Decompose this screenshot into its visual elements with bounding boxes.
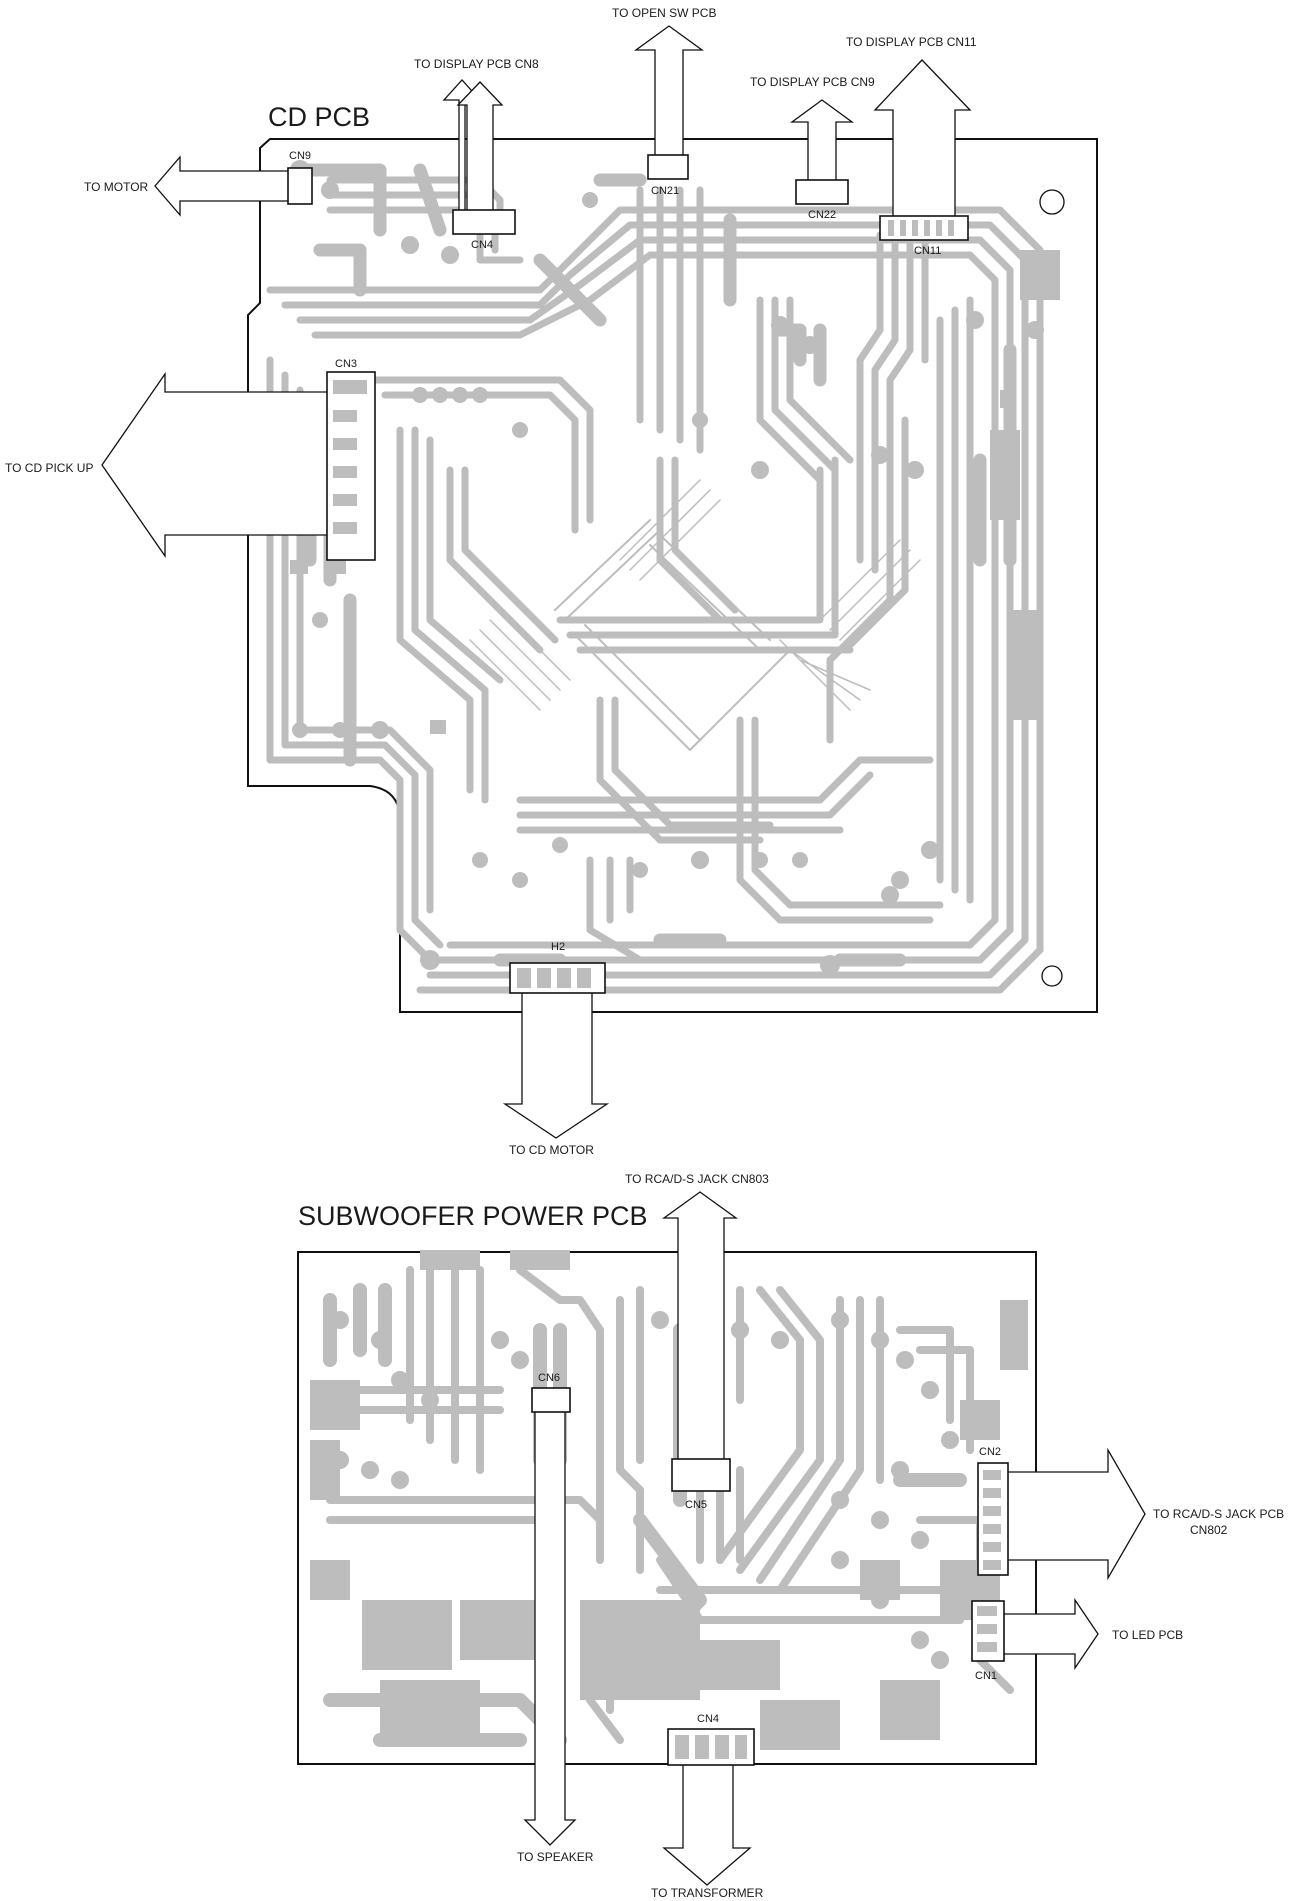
h2-label: H2 — [551, 941, 565, 953]
cn4-sub-connector: CN4 TO TRANSFORMER — [651, 1713, 764, 1900]
to-rca-pcb-label: TO RCA/D-S JACK PCB — [1153, 1507, 1284, 1521]
arrow-to-cd-motor — [502, 989, 610, 1139]
arrow-to-display-cn11 — [873, 59, 972, 219]
mounting-hole — [1039, 189, 1065, 215]
cn9-label: CN9 — [289, 150, 311, 162]
cn2-connector: CN2 TO RCA/D-S JACK PCB CN802 — [977, 1446, 1284, 1581]
to-cd-motor-label: TO CD MOTOR — [509, 1143, 594, 1157]
to-display-cn8-label: TO DISPLAY PCB CN8 — [414, 57, 539, 71]
cn2-label: CN2 — [979, 1446, 1001, 1458]
subwoofer-pcb-title: SUBWOOFER POWER PCB — [298, 1201, 648, 1231]
cn22-label: CN22 — [808, 209, 836, 221]
cn3-label: CN3 — [335, 358, 357, 370]
cn6-label: CN6 — [538, 1372, 560, 1384]
to-speaker-label: TO SPEAKER — [517, 1850, 594, 1864]
cn11-connector: CN11 TO DISPLAY PCB CN11 — [846, 35, 977, 257]
cn3-connector: CN3 TO CD PICK UP — [5, 358, 376, 561]
rca-pcb-cn802-label: CN802 — [1190, 1523, 1228, 1537]
to-display-cn9-label: TO DISPLAY PCB CN9 — [750, 75, 875, 89]
cn11-label: CN11 — [914, 245, 941, 257]
subwoofer-power-pcb: SUBWOOFER POWER PCB — [297, 1172, 1284, 1900]
to-display-cn11-label: TO DISPLAY PCB CN11 — [846, 35, 977, 49]
cd-pcb: CD PCB — [5, 6, 1098, 1157]
arrow-to-cd-pickup — [101, 371, 331, 559]
cn9-connector: CN9 TO MOTOR — [84, 150, 313, 217]
cn4-connector: CN4 TO DISPLAY PCB CN8 — [414, 57, 539, 251]
cn5-connector: CN5 TO RCA/D-S JACK CN803 — [625, 1172, 769, 1511]
to-cd-pickup-label: TO CD PICK UP — [5, 461, 93, 475]
to-rca-cn803-label: TO RCA/D-S JACK CN803 — [625, 1172, 769, 1186]
cn1-connector: CN1 TO LED PCB — [971, 1597, 1183, 1682]
to-motor-label: TO MOTOR — [84, 180, 149, 194]
subwoofer-pcb-traces — [310, 1250, 1028, 1750]
mounting-hole — [1041, 965, 1063, 987]
cn21-connector: CN21 TO OPEN SW PCB — [612, 6, 716, 197]
cn1-label: CN1 — [975, 1670, 997, 1682]
arrow-to-display-cn9 — [790, 99, 854, 183]
cn5-label: CN5 — [685, 1499, 707, 1511]
h2-connector: H2 TO CD MOTOR — [502, 941, 610, 1157]
cn4-label: CN4 — [471, 239, 493, 251]
cd-pcb-title: CD PCB — [268, 102, 370, 132]
arrow-to-open-sw — [634, 25, 704, 158]
arrow-to-rca-pcb-cn802 — [1004, 1447, 1146, 1581]
to-open-sw-label: TO OPEN SW PCB — [612, 6, 716, 20]
to-transformer-label: TO TRANSFORMER — [651, 1886, 764, 1900]
cn6-connector: CN6 TO SPEAKER — [517, 1372, 594, 1864]
to-led-pcb-label: TO LED PCB — [1112, 1628, 1183, 1642]
arrow-to-display-cn8-shaft — [456, 81, 504, 213]
cn4-sub-label: CN4 — [697, 1713, 719, 1725]
arrow-to-led-pcb — [999, 1597, 1099, 1671]
arrow-to-motor — [154, 155, 291, 217]
cn22-connector: CN22 TO DISPLAY PCB CN9 — [750, 75, 875, 221]
arrow-to-rca-cn803 — [661, 1191, 739, 1461]
arrow-to-speaker — [523, 1409, 577, 1846]
cd-pcb-traces — [266, 160, 1060, 994]
cn21-label: CN21 — [651, 185, 679, 197]
